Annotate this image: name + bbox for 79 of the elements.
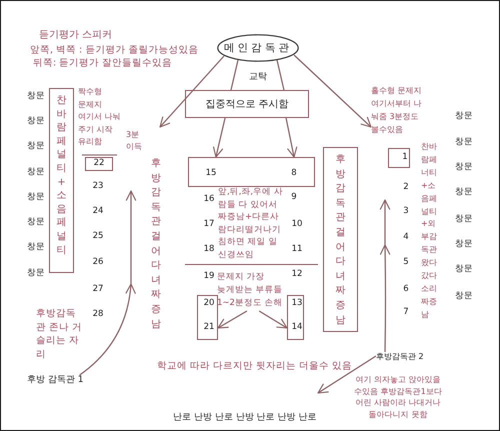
seat-number: 10: [292, 220, 302, 230]
note-text: 듣기평가 스피커: [39, 29, 112, 41]
note-text: 후방감독관 걸어다녀 짜증남: [150, 157, 162, 332]
note-text: 홀수형 문제지 여기서부터 나눠줌 3분정도 볼수있음: [371, 84, 423, 136]
seat-box: 22: [85, 157, 113, 171]
window-label: 창문: [27, 269, 45, 279]
seat-number: 28: [92, 310, 104, 320]
seat-number: 11: [292, 245, 302, 255]
connector-line: [276, 60, 285, 90]
arrow: [159, 56, 224, 128]
seat-box: 1: [388, 148, 410, 168]
seat-number: 21: [204, 323, 214, 333]
window-label: 창문: [455, 292, 473, 302]
seat-number: 7: [403, 308, 409, 318]
seat-number: 8: [291, 169, 297, 179]
note-text: 앞,뒤,좌,우에 사람들 다 있어서 짜증남+다른사람다리떨거나기침하면 제일 일 신경쓰임: [218, 186, 284, 262]
arrow: [285, 118, 298, 158]
note-box: 찬바람페널티 +소음페널티: [49, 88, 74, 273]
window-label: 창문: [455, 188, 473, 198]
seat-number: 18: [204, 245, 214, 255]
window-label: 창문: [27, 218, 45, 228]
arrow: [317, 355, 376, 394]
seat-number: 14: [292, 323, 302, 333]
window-label: 창문: [455, 240, 473, 250]
arrow: [380, 199, 390, 352]
note-text: 찬바람페너티 +소음페널티 +외부감독관왔다갔다소리짜증남: [421, 141, 438, 321]
connector-line: [230, 60, 239, 90]
window-label: 창문: [455, 138, 473, 148]
seat-number: 5: [403, 258, 409, 268]
supervisor-ellipse: 메인감독관: [217, 34, 299, 62]
note-text: 문제지 가장 늦게받는 부류들 1~2분정도 손해: [217, 271, 285, 311]
seat-number: 16: [204, 195, 214, 205]
note-text: 뒤쪽: 듣기평가 잘안들릴수있음: [33, 58, 172, 70]
supervisor-label: 후방감독관 2: [376, 352, 426, 364]
seat-number: 12: [292, 270, 302, 280]
seat-number: 9: [291, 193, 297, 203]
seat-number: 26: [92, 258, 104, 268]
seat-number: 15: [206, 169, 216, 179]
seat-number: 17: [204, 220, 214, 230]
seat-box: [197, 295, 218, 340]
seat-number: 19: [204, 272, 214, 282]
seat-number: 13: [292, 298, 302, 308]
seat-number: 24: [92, 207, 104, 217]
desk-box: [188, 157, 315, 187]
note-text: 후방감독관 존나 거슬리는 자리: [36, 307, 83, 361]
seat-number: 4: [403, 233, 409, 243]
window-label: 창문: [455, 215, 473, 225]
note-text: 앞쪽, 벽쪽 : 듣기평가 졸릴가능성있음: [30, 46, 198, 56]
note-text: 3분 이득: [126, 129, 143, 152]
heater-label: 난로 난방 난로 난방 난로 난방 난로: [173, 412, 317, 424]
window-label: 창문: [27, 117, 45, 127]
podium-label: 교탁: [249, 72, 267, 82]
window-label: 창문: [27, 168, 45, 178]
note-text: 여기 의자놓고 앉아있을 수있음 후방감독관1보다 어린 사람이라 나대거나 돌아다니지 못함: [353, 374, 443, 420]
seat-number: 27: [92, 285, 104, 295]
arrow: [258, 310, 288, 329]
window-label: 창문: [455, 112, 473, 122]
note-box: 집중적으로 주시함: [185, 90, 309, 118]
seat-number: 25: [92, 232, 104, 242]
seat-number: 20: [204, 299, 214, 309]
window-label: 창문: [27, 243, 45, 253]
window-label: 창문: [27, 142, 45, 152]
arrow: [213, 118, 226, 158]
seat-number: 3: [403, 207, 409, 217]
supervisor-label: 후방 감독관 1: [27, 375, 89, 387]
note-box: 후방감독관 걸어다녀 짜증남: [323, 147, 358, 332]
seat-number: 2: [403, 183, 409, 193]
seat-box: [287, 295, 304, 340]
arrow: [217, 310, 248, 329]
note-text: 학교에 따라 다르지만 뒷자리는 더울수 있음: [157, 362, 352, 372]
arrow: [294, 54, 372, 128]
seat-number: 23: [92, 182, 104, 192]
window-label: 창문: [27, 193, 45, 203]
window-label: 창문: [455, 163, 473, 173]
note-text: 짝수형 문제지 여기서 나눠 주기 시작 유리함: [78, 86, 122, 148]
window-label: 창문: [27, 92, 45, 102]
arrow: [79, 190, 136, 376]
seat-number: 6: [403, 285, 409, 295]
window-label: 창문: [455, 265, 473, 275]
